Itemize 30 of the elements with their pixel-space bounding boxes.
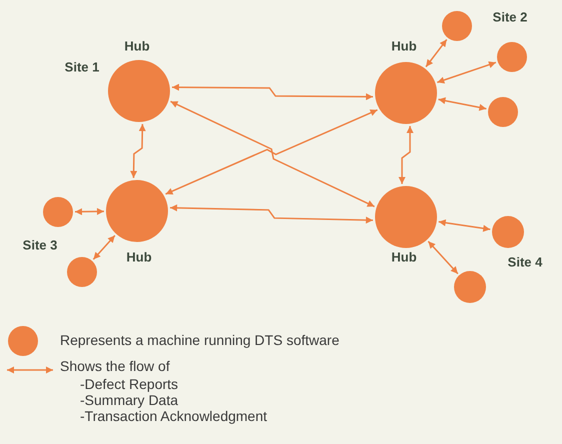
double-arrow (437, 61, 496, 84)
site-label: Site 3 (22, 238, 58, 252)
double-arrow (172, 84, 373, 100)
hub-label: Hub (391, 38, 417, 54)
legend-text: Shows the flow of (60, 358, 170, 374)
double-arrow (398, 126, 414, 184)
site-label: Site 2 (492, 10, 528, 24)
double-arrow (428, 240, 458, 274)
double-arrow (170, 100, 375, 208)
double-arrow (438, 219, 490, 232)
double-arrow (438, 97, 486, 111)
list-item: -Defect Reports (80, 376, 178, 392)
double-arrow (74, 208, 104, 216)
site-circle (497, 42, 527, 72)
list-item: -Transaction Acknowledgment (80, 408, 268, 424)
legend-text: Represents a machine running DTS software (60, 332, 340, 348)
hub-label: Hub (126, 250, 152, 264)
double-arrow (170, 204, 373, 224)
hub-label: Hub (124, 38, 150, 54)
double-arrow (425, 39, 448, 68)
double-arrow (130, 124, 146, 178)
site-circle (454, 271, 486, 303)
site-label: Site 1 (64, 60, 100, 74)
site-label: Site 4 (508, 254, 542, 270)
site-circle (488, 97, 518, 127)
hub-label: Hub (391, 250, 417, 264)
site-circle (43, 197, 73, 227)
double-arrow (92, 235, 116, 260)
double-arrow (165, 109, 378, 195)
list-item: -Summary Data (80, 392, 178, 408)
